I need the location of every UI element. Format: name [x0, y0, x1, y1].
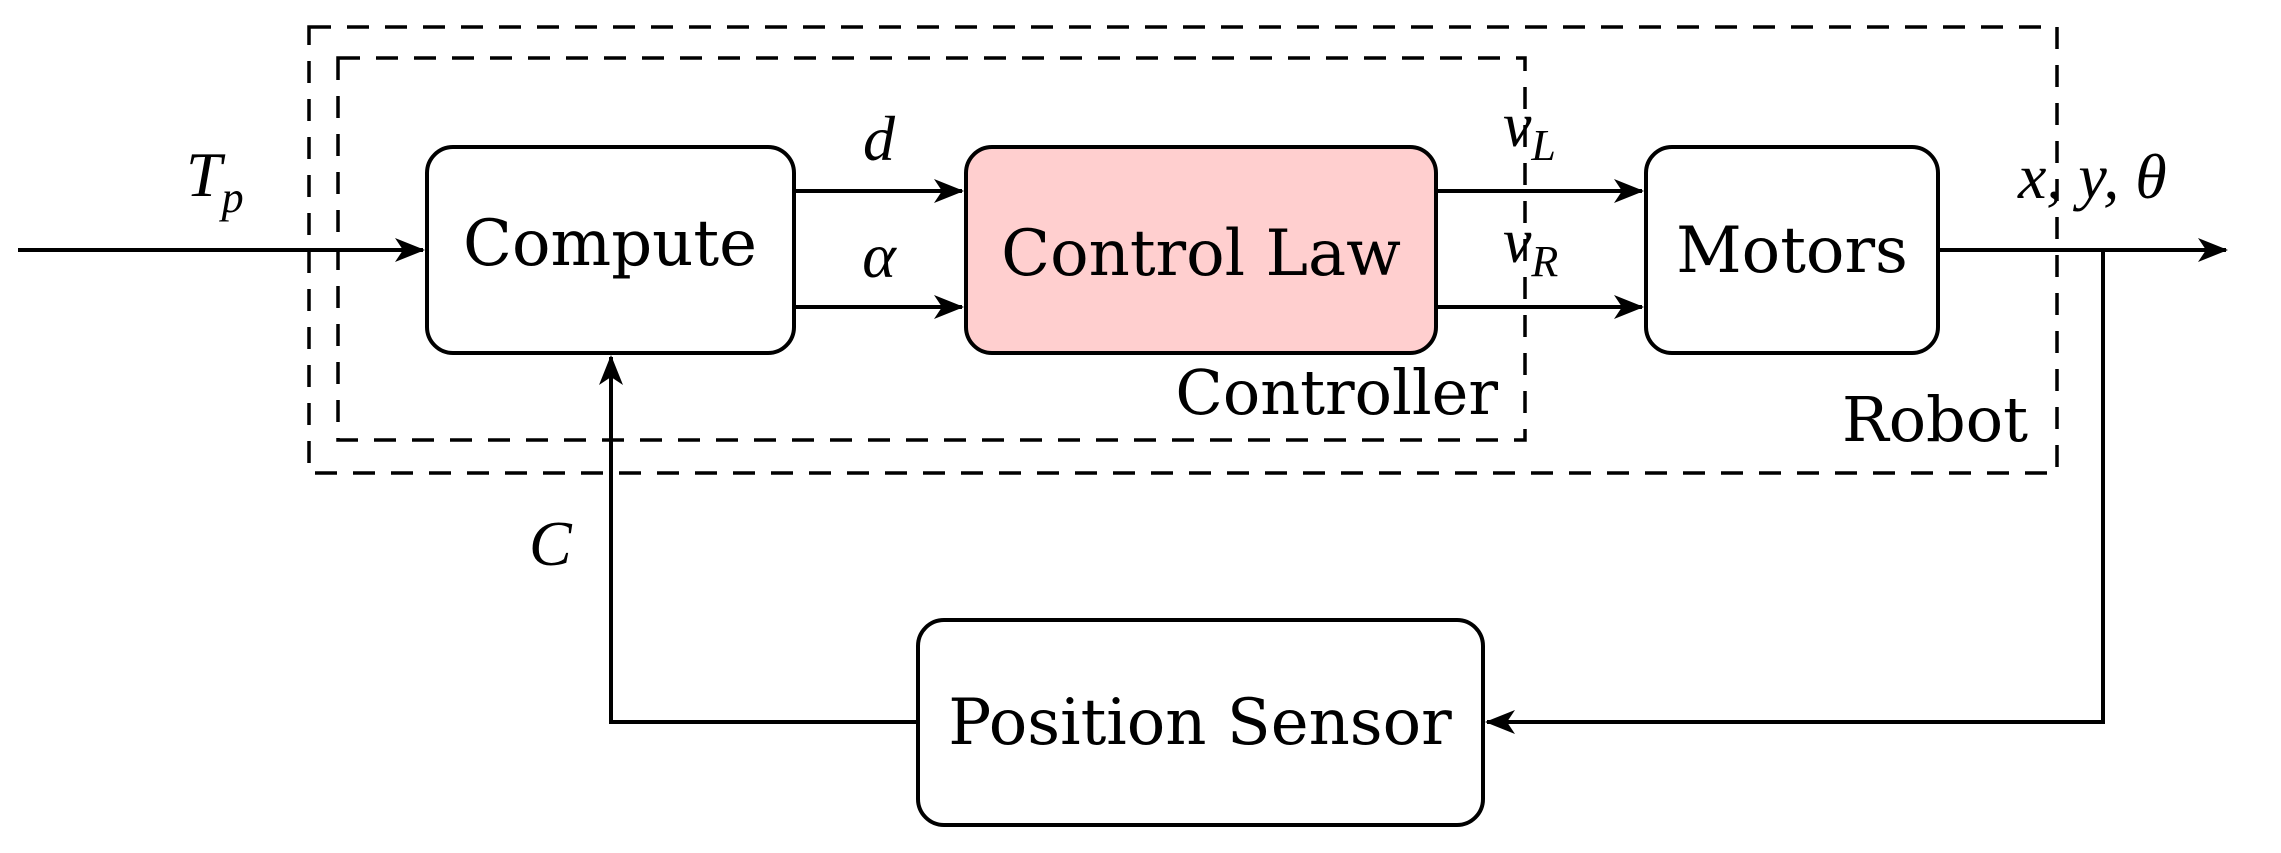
feedback-signal-label: C [529, 508, 573, 579]
output-signal-label: x, y, θ [2017, 141, 2167, 212]
input-signal-label: Tp [186, 139, 244, 222]
angle-signal-label: α [862, 220, 897, 291]
sensor-input-wire [1485, 250, 2105, 734]
compute-label: Compute [463, 207, 757, 281]
input-signal-sub: p [219, 173, 244, 222]
control-law-label: Control Law [1001, 217, 1401, 291]
control-law-block [964, 145, 1438, 355]
motors-label: Motors [1676, 214, 1908, 288]
left-velocity-sub: L [1530, 121, 1555, 170]
robot-label: Robot [1842, 383, 2028, 456]
left-velocity-label: vL [1503, 89, 1556, 170]
right-velocity-base: v [1503, 205, 1532, 276]
input-signal-base: T [186, 139, 226, 210]
controller-label: Controller [1175, 356, 1498, 429]
robot-boundary [307, 25, 2059, 475]
right-velocity-sub: R [1530, 237, 1558, 286]
right-velocity-label: vR [1503, 205, 1558, 286]
left-velocity-base: v [1503, 89, 1532, 160]
compute-block [425, 145, 796, 355]
position-sensor-label: Position Sensor [948, 686, 1452, 760]
distance-signal-label: d [863, 103, 896, 174]
feedback-wire [599, 355, 918, 724]
